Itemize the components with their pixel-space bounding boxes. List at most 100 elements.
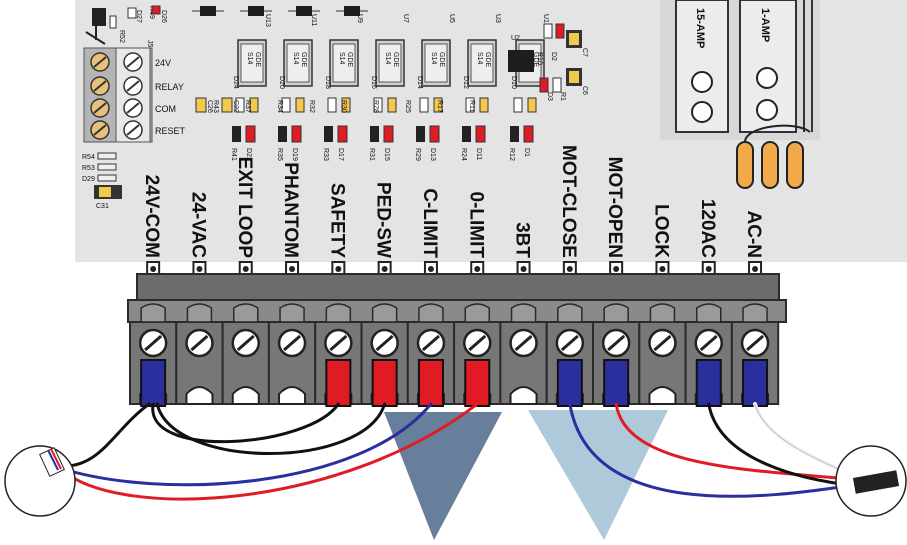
terminal-cell-1[interactable] (175, 303, 224, 405)
arrow-light (528, 410, 668, 540)
wire-ferrule-red (417, 359, 444, 407)
label-r54: R54 (82, 154, 95, 161)
right-components: U2 C7 C6 R10 D2 D3 R1 (508, 23, 588, 101)
terminal-label-5: PED-SW (373, 182, 394, 277)
led-label: D1 (523, 148, 530, 157)
terminal-cell-4[interactable] (314, 303, 363, 407)
diode-label: D16 (370, 76, 377, 89)
terminal-name: 0-LIMIT (465, 192, 486, 259)
relay-label-com: COM (155, 104, 176, 114)
diode-label: D24 (232, 76, 239, 89)
label-r53: R53 (82, 165, 95, 172)
terminal-label-1: 24-VAC (187, 192, 208, 277)
relay-part-label: S14 (476, 52, 483, 65)
wire-ferrule-blue (603, 359, 630, 407)
terminal-cell-0[interactable] (129, 303, 178, 407)
resistor-label: R28 (372, 100, 379, 113)
terminal-name: 3BT (512, 222, 533, 258)
fuse-label-15-amp: 15-AMP (694, 8, 706, 48)
wire-ferrule-red (464, 359, 491, 407)
terminal-label-7: 0-LIMIT (465, 192, 486, 277)
led-label: D13 (429, 148, 436, 161)
terminal-name: MOT-OPEN (604, 157, 625, 258)
led-label: D19 (291, 148, 298, 161)
wire-ferrule-blue (695, 359, 722, 407)
relay-terminal-block: J5 (83, 40, 153, 143)
terminal-cell-3[interactable] (267, 303, 317, 405)
wire (568, 402, 862, 498)
relay-part-label: S14 (430, 52, 437, 65)
label-d3: D3 (546, 92, 553, 101)
diode-label: D14 (416, 76, 423, 89)
diode-label: D18 (324, 76, 331, 89)
terminal-cell-9[interactable] (545, 303, 595, 407)
resistor-label: R11 (468, 100, 475, 112)
diode-label: D12 (462, 76, 469, 89)
relay-part-label: S14 (292, 52, 299, 65)
resistor-label: R34 (276, 100, 283, 113)
terminal-cell-8[interactable] (499, 303, 548, 405)
label-d27: D27 (135, 10, 142, 23)
terminal-cell-6[interactable] (406, 303, 456, 407)
terminal-name: EXIT LOOP (234, 157, 255, 259)
led-label: R35 (276, 148, 283, 161)
terminal-label-11: LOCK (650, 204, 671, 277)
label-d26: D26 (160, 10, 167, 23)
relay-designator: U1 (542, 14, 549, 23)
relay-sub-label: GDE (438, 52, 445, 68)
label-r1: R1 (559, 92, 566, 101)
terminal-cell-2[interactable] (221, 303, 270, 405)
resistor-label: R17 (436, 100, 443, 113)
resistor-label: R32 (308, 100, 315, 113)
label-j5: J5 (146, 40, 153, 48)
label-u2: U2 (511, 35, 520, 42)
terminal-name: C-LIMIT (419, 188, 440, 258)
relay-part-label: S14 (384, 52, 391, 65)
main-terminal-block (127, 273, 787, 407)
amber-fuse-links (736, 124, 811, 189)
terminal-cell-11[interactable] (638, 303, 687, 405)
terminal-label-3: PHANTOM (280, 162, 301, 277)
terminal-name: SAFETY (326, 183, 347, 258)
wire-ferrule-red (325, 359, 352, 407)
wire-ferrule-blue (556, 359, 583, 407)
relay-label-24v: 24V (155, 58, 171, 68)
relay-part-label: S14 (338, 52, 345, 65)
terminal-name: 24V-COM (141, 175, 162, 258)
relay-designator: U7 (402, 14, 409, 23)
wire (151, 402, 340, 444)
relay-sub-label: GDE (532, 52, 539, 68)
label-r10: R10 (536, 52, 543, 65)
led-label: R12 (508, 148, 515, 161)
wire-ferrule-red (371, 359, 398, 407)
relay-sub-label: GDE (346, 52, 353, 68)
terminal-cell-13[interactable] (730, 303, 780, 407)
led-label: D11 (475, 148, 482, 160)
terminal-name: AC-N (743, 211, 764, 259)
terminal-label-0: 24V-COM (141, 175, 162, 277)
terminal-cell-7[interactable] (453, 303, 502, 407)
wire (155, 402, 387, 455)
terminal-label-4: SAFETY (326, 183, 347, 277)
left-connector-plug (39, 447, 65, 477)
label-c7: C7 (581, 48, 588, 57)
terminal-label-13: AC-N (743, 211, 764, 277)
relay-sub-label: GDE (484, 52, 491, 68)
terminal-label-9: MOT-CLOSE (558, 145, 579, 277)
led-label: R31 (368, 148, 375, 161)
label-c31: C31 (96, 203, 109, 210)
terminal-cell-10[interactable] (592, 303, 641, 407)
relay-label-reset: RESET (155, 126, 186, 136)
terminal-labels: 24V-COM 24-VAC EXIT LOOP PHANTOM SAFETY PED-S… (141, 145, 764, 277)
wire (58, 402, 433, 487)
led-label: D15 (383, 148, 390, 161)
terminal-name: PHANTOM (280, 162, 301, 258)
fuse-15-amp: 15-AMP (675, 0, 729, 133)
terminal-name: LOCK (650, 204, 671, 258)
diode-label: D20 (278, 76, 285, 89)
wire (60, 402, 479, 501)
